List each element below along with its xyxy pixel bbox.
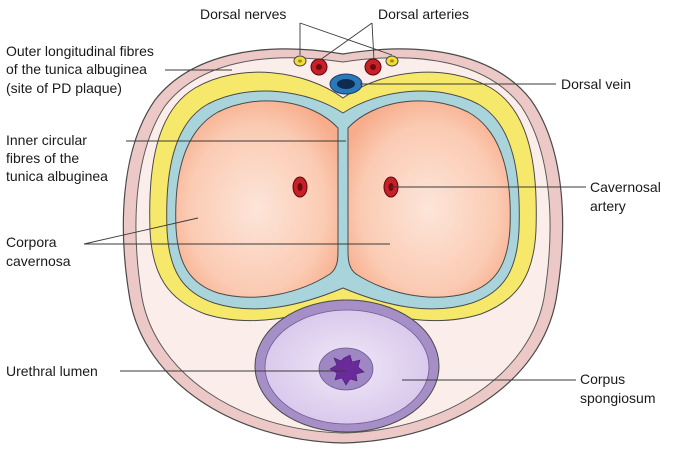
left-corpus-cavernosum — [175, 100, 339, 298]
dorsal-artery-left-lumen — [316, 64, 322, 70]
leader-lines — [83, 22, 586, 381]
leader-corpora-left — [83, 217, 199, 245]
label-corpora-cavernosa-line1: Corpora — [6, 234, 57, 250]
dorsal-artery-right-lumen — [370, 64, 376, 70]
dorsal-vein-inner — [337, 79, 355, 89]
label-urethral-lumen: Urethral lumen — [6, 363, 98, 379]
dorsal-nerve-left-core — [298, 59, 302, 63]
label-dorsal-arteries: Dorsal arteries — [378, 6, 469, 22]
label-corpus-spongiosum-line2: spongiosum — [580, 390, 656, 406]
label-outer-fibres-line2: of the tunica albuginea — [6, 61, 147, 77]
dorsal-nerve-right-core — [390, 59, 394, 63]
leader-dorsal-artery-left — [319, 22, 373, 61]
label-corpora-cavernosa-line2: cavernosa — [6, 253, 71, 269]
right-corpus-cavernosum — [347, 100, 511, 298]
cavernosal-artery-left-lumen — [297, 183, 303, 191]
label-corpus-spongiosum-line1: Corpus — [580, 371, 625, 387]
label-outer-fibres-line1: Outer longitudinal fibres — [6, 43, 154, 59]
leader-dorsal-artery-right — [371, 22, 375, 61]
label-inner-fibres-line3: tunica albuginea — [6, 168, 108, 184]
label-cavernosal-artery-line2: artery — [590, 198, 626, 214]
label-cavernosal-artery-line1: Cavernosal — [590, 179, 661, 195]
label-inner-fibres-line1: Inner circular — [6, 132, 87, 148]
label-outer-fibres-line3: (site of PD plaque) — [6, 80, 122, 96]
leader-dorsal-nerve-right — [299, 22, 393, 56]
label-inner-fibres-line2: fibres of the — [6, 150, 79, 166]
label-dorsal-nerves: Dorsal nerves — [200, 6, 286, 22]
label-dorsal-vein: Dorsal vein — [561, 76, 631, 92]
urethral-lumen-shape — [329, 354, 365, 386]
